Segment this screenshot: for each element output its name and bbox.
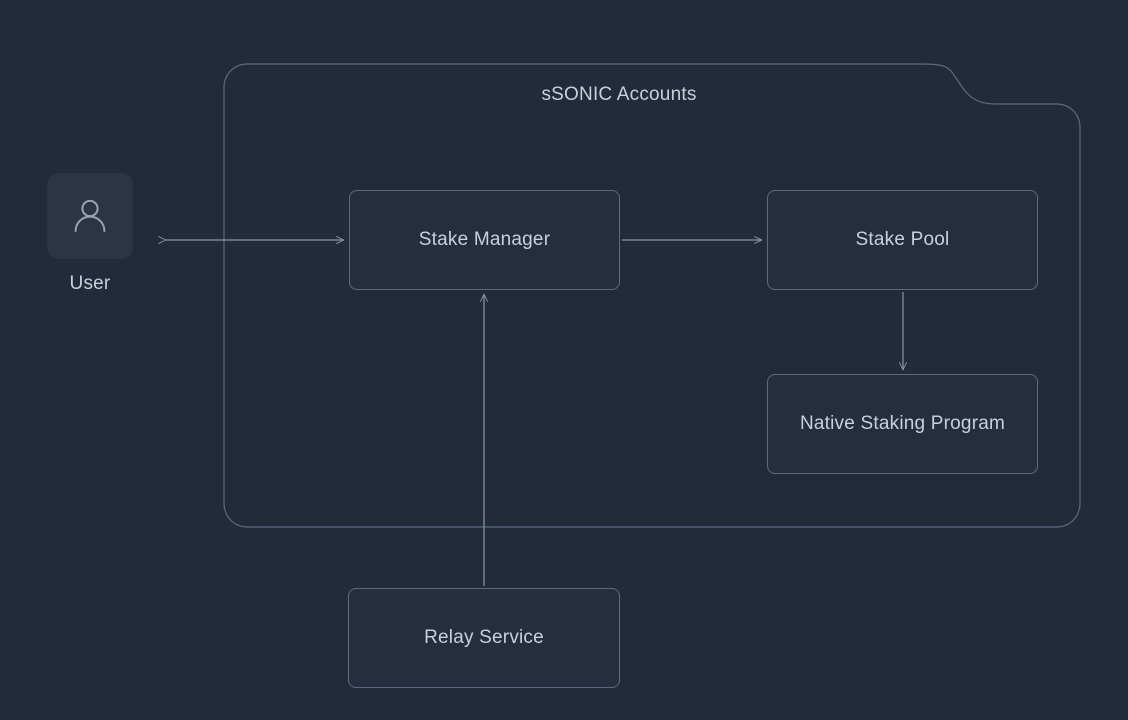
group-container-outline xyxy=(223,63,1081,528)
node-stake-pool[interactable]: Stake Pool xyxy=(767,190,1038,290)
node-stake-manager[interactable]: Stake Manager xyxy=(349,190,620,290)
actor-user[interactable]: User xyxy=(47,173,133,295)
node-stake-pool-label: Stake Pool xyxy=(855,229,950,250)
user-icon-tile[interactable] xyxy=(47,173,133,259)
user-icon xyxy=(74,199,106,232)
node-native-staking-program-label: Native Staking Program xyxy=(799,413,1006,434)
node-relay-service[interactable]: Relay Service xyxy=(348,588,620,688)
node-stake-manager-label: Stake Manager xyxy=(418,229,551,250)
group-title: sSONIC Accounts xyxy=(541,84,697,105)
node-native-staking-program[interactable]: Native Staking Program xyxy=(767,374,1038,474)
node-relay-service-label: Relay Service xyxy=(424,627,544,648)
actor-user-label: User xyxy=(69,273,111,294)
